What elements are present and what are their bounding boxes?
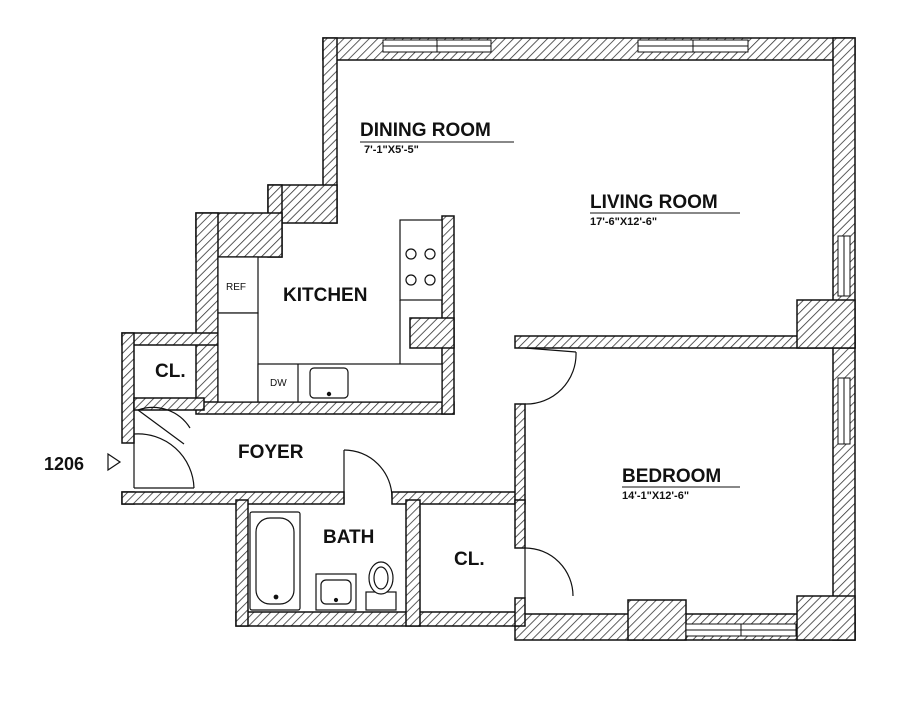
bedroom-label: BEDROOM xyxy=(622,466,721,487)
wall-bedroom-pillar-left xyxy=(627,599,687,641)
kitchen-counter-bottom xyxy=(257,363,443,403)
kitchen-label: KITCHEN xyxy=(283,285,367,306)
walls xyxy=(121,37,856,641)
window-icon xyxy=(685,623,797,637)
windows xyxy=(382,39,851,637)
door-swing-icon xyxy=(133,433,195,489)
living-room-label: LIVING ROOM xyxy=(590,192,718,213)
kitchen-fixtures xyxy=(217,219,443,403)
wall-closet-left xyxy=(121,332,135,444)
dining-room-label: DINING ROOM xyxy=(360,120,491,141)
wall-closet-top xyxy=(121,332,219,346)
door-swing-icon xyxy=(524,347,577,405)
closet-bedroom-label: CL. xyxy=(454,549,485,570)
wall-kitchen-bottom xyxy=(195,401,455,415)
wall-bedroom-left-upper xyxy=(514,403,526,505)
toilet-icon xyxy=(365,561,397,611)
wall-living-pillar xyxy=(796,299,856,349)
wall-bath-right xyxy=(405,499,421,627)
wall-bath-left xyxy=(235,499,249,627)
refrigerator xyxy=(217,256,259,314)
bedroom-dims: 14'-1"X12'-6" xyxy=(622,490,689,502)
wall-kitchen-left xyxy=(195,212,219,407)
doors xyxy=(133,347,577,598)
dishwasher-label: DW xyxy=(270,378,287,389)
window-icon xyxy=(382,39,492,53)
foyer-label: FOYER xyxy=(238,442,304,463)
wall-bedroom-left-lower xyxy=(514,499,526,549)
bath-fixtures xyxy=(249,511,397,611)
wall-kitchen-pillar xyxy=(409,317,455,349)
door-swing-icon xyxy=(343,449,393,504)
window-icon xyxy=(837,235,851,297)
closet-front-label: CL. xyxy=(155,361,186,382)
wall-bottom-bath xyxy=(235,611,519,627)
door-swing-icon xyxy=(137,406,191,445)
wall-foyer-bottom-left xyxy=(121,491,345,505)
window-icon xyxy=(837,377,851,445)
entry-arrow-icon xyxy=(107,452,122,472)
wall-kitchen-right xyxy=(441,215,455,415)
wall-bedroom-left-bottom xyxy=(514,597,526,627)
dining-room-dims: 7'-1"X5'-5" xyxy=(364,144,419,156)
bath-label: BATH xyxy=(323,527,374,548)
kitchen-counter-left xyxy=(217,312,259,403)
unit-number: 1206 xyxy=(44,454,84,474)
refrigerator-label: REF xyxy=(226,282,246,293)
door-swing-icon xyxy=(524,547,574,598)
sink-icon xyxy=(309,367,349,399)
stove-icon xyxy=(399,219,443,301)
wall-bedroom-pillar xyxy=(796,595,856,641)
window-icon xyxy=(637,39,749,53)
living-room-dims: 17'-6"X12'-6" xyxy=(590,216,657,228)
